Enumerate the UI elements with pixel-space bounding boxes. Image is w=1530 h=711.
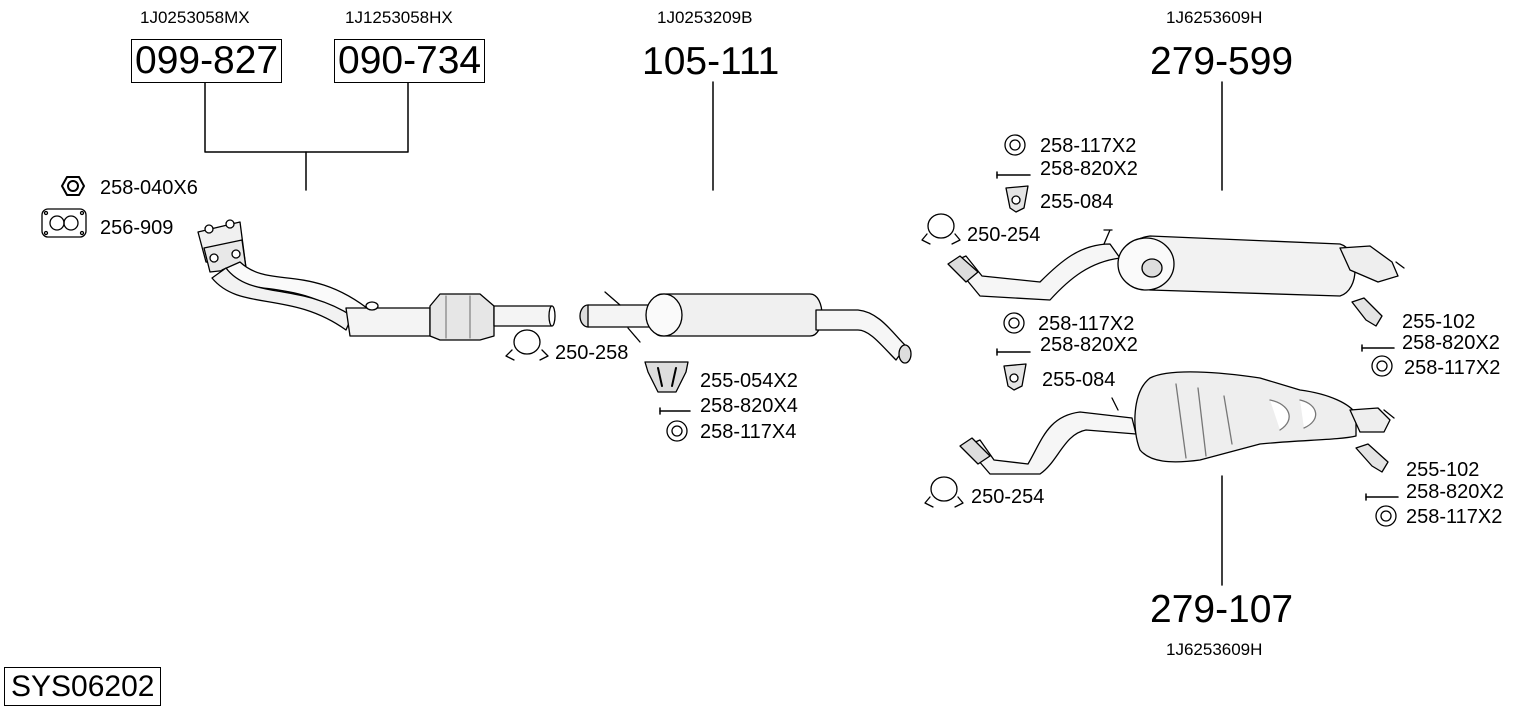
part-number-099-827[interactable]: 099-827 <box>131 39 283 83</box>
label-hanger-top[interactable]: 255-084 <box>1040 191 1114 213</box>
label-hanger-mid[interactable]: 255-054X2 <box>700 370 798 392</box>
label-washer-top[interactable]: 258-117X2 <box>1040 135 1137 157</box>
part-number-105-111[interactable]: 105-111 <box>642 40 780 83</box>
oem-number-1: 1J0253058MX <box>140 8 250 27</box>
front-pipe-catalyst-drawing <box>197 219 556 341</box>
label-washer-mid2[interactable]: 258-117X2 <box>1038 313 1135 335</box>
label-clamp-front[interactable]: 250-258 <box>555 342 629 364</box>
system-code: SYS06202 <box>4 667 162 706</box>
gasket-drawing <box>41 208 87 238</box>
label-bolt-mid2[interactable]: 258-820X2 <box>1040 334 1138 356</box>
hanger-drawing <box>644 185 1389 473</box>
clamp-drawing <box>505 213 964 508</box>
oem-number-5: 1J6253609H <box>1166 640 1263 659</box>
hex-nut-drawing <box>61 176 85 196</box>
center-silencer-drawing <box>579 291 912 364</box>
oem-number-4: 1J6253609H <box>1166 8 1263 27</box>
label-clamp-lower[interactable]: 250-254 <box>971 486 1045 508</box>
label-bolt-mid[interactable]: 258-820X4 <box>700 395 798 417</box>
label-bolt-top[interactable]: 258-820X2 <box>1040 158 1138 180</box>
part-number-279-107[interactable]: 279-107 <box>1150 588 1294 631</box>
label-bolt-rear-lower[interactable]: 258-820X2 <box>1406 481 1504 503</box>
label-washer-rear-lower[interactable]: 258-117X2 <box>1406 506 1503 528</box>
label-hanger-rear-upper[interactable]: 255-102 <box>1402 311 1476 333</box>
part-number-090-734[interactable]: 090-734 <box>334 39 486 83</box>
label-gasket[interactable]: 256-909 <box>100 217 174 239</box>
bolt-drawing <box>659 171 1399 501</box>
label-washer-mid[interactable]: 258-117X4 <box>700 421 797 443</box>
leader-lines <box>204 81 1223 586</box>
label-nut[interactable]: 258-040X6 <box>100 177 198 199</box>
label-hanger-rear-lower[interactable]: 255-102 <box>1406 459 1480 481</box>
oem-number-2: 1J1253058HX <box>345 8 453 27</box>
oem-number-3: 1J0253209B <box>657 8 753 27</box>
label-hanger-mid2[interactable]: 255-084 <box>1042 369 1116 391</box>
part-number-279-599[interactable]: 279-599 <box>1150 40 1294 83</box>
label-bolt-rear-upper[interactable]: 258-820X2 <box>1402 332 1500 354</box>
label-washer-rear-upper[interactable]: 258-117X2 <box>1404 357 1501 379</box>
rear-silencer-upper-drawing <box>947 229 1405 301</box>
label-clamp-upper[interactable]: 250-254 <box>967 224 1041 246</box>
rear-silencer-lower-drawing <box>959 371 1395 475</box>
washer-drawing <box>666 134 1397 527</box>
